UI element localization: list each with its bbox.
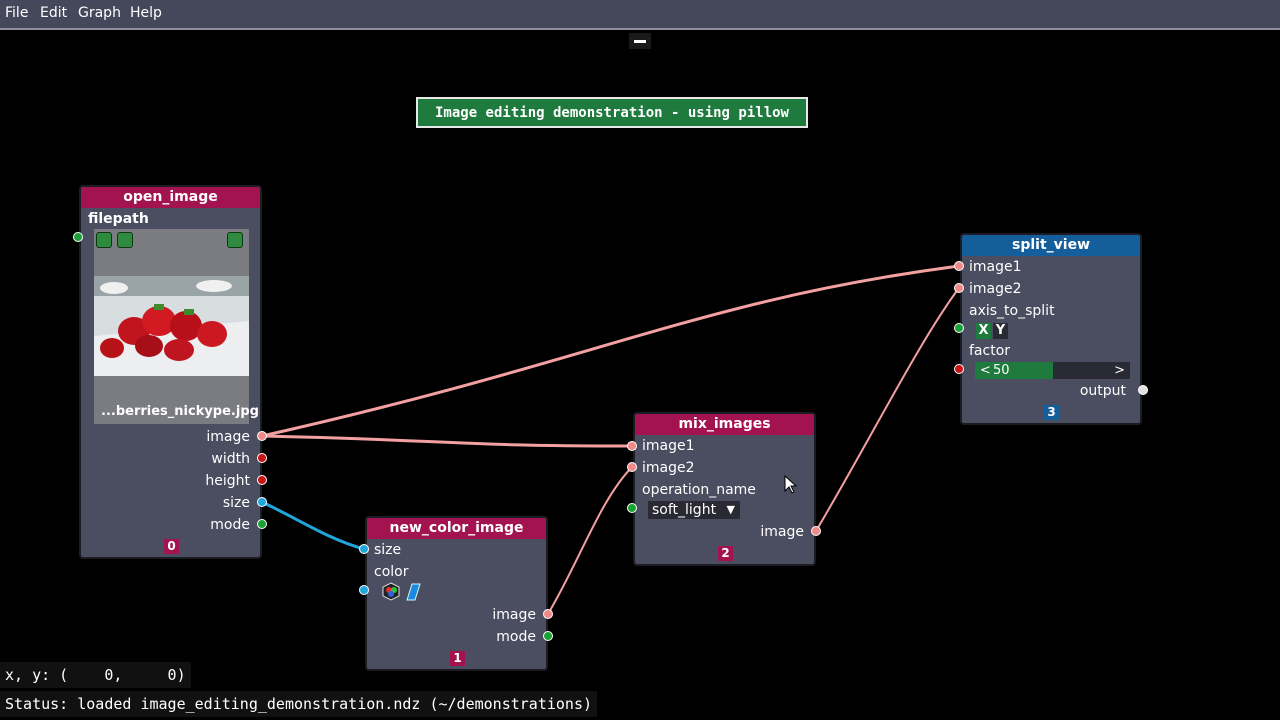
new-color-image-size-input-port[interactable] [359,544,369,554]
operation-name-value: soft_light [652,502,717,518]
node-split-view[interactable]: split_view image1 image2 axis_to_split X… [960,233,1142,425]
menu-file[interactable]: File [5,5,29,21]
graph-banner: Image editing demonstration - using pill… [416,97,808,128]
new-color-image-mode-output-port[interactable] [543,631,553,641]
input-operation-name-label: operation_name [642,482,756,498]
output-mode-label: mode [210,517,250,533]
split-view-factor-input-port[interactable] [954,364,964,374]
menu-graph[interactable]: Graph [78,5,121,21]
dropdown-arrow-icon: ▼ [726,503,735,516]
node-title[interactable]: mix_images [635,414,814,435]
output-size-label: size [222,495,250,511]
wire-open-image-to-mix-images-image1[interactable] [261,434,633,448]
output-mode-label: mode [496,629,536,645]
output-height-label: height [205,473,250,489]
node-title[interactable]: open_image [81,187,260,208]
output-image-label: image [760,524,804,540]
operation-name-dropdown[interactable]: soft_light ▼ [648,501,740,519]
new-color-image-image-output-port[interactable] [543,609,553,619]
wire-mix-images-to-split-view-image2[interactable] [815,287,960,532]
output-image-label: image [492,607,536,623]
wire-new-color-image-to-mix-images-image2[interactable] [547,466,633,615]
input-image1-label: image1 [642,438,695,454]
filepath-label: filepath [88,211,149,227]
wire-open-image-to-split-view-image1[interactable] [261,264,960,438]
input-image2-label: image2 [969,281,1022,297]
node-index-badge: 1 [450,651,465,666]
slider-increase-icon[interactable]: > [1114,363,1125,378]
input-color-label: color [374,564,409,580]
node-index-badge: 3 [1044,405,1059,420]
node-title[interactable]: split_view [962,235,1140,256]
menu-bar: File Edit Graph Help [0,0,1280,30]
open-image-image-output-port[interactable] [257,431,267,441]
output-label: output [1079,383,1126,399]
node-new-color-image[interactable]: new_color_image size color image mode 1 [365,516,548,671]
node-index-badge: 2 [718,546,733,561]
strawberries-thumbnail [94,276,249,376]
slider-decrease-icon[interactable]: < [980,363,991,378]
filepath-value[interactable]: ...berries_nickype.jpg [101,404,259,419]
open-image-width-output-port[interactable] [257,453,267,463]
axis-y-button[interactable]: Y [993,323,1008,339]
reload-icon[interactable] [227,232,243,248]
input-factor-label: factor [969,343,1011,359]
output-image-label: image [206,429,250,445]
factor-value: 50 [993,363,1010,378]
status-bar: Status: loaded image_editing_demonstrati… [0,691,597,717]
split-view-image2-input-port[interactable] [954,283,964,293]
split-view-output-port[interactable] [1138,385,1148,395]
mix-images-image-output-port[interactable] [811,526,821,536]
collapse-menu-button[interactable] [629,33,651,49]
view-image-icon[interactable] [117,232,133,248]
menu-help[interactable]: Help [130,5,162,21]
wire-open-image-size-to-new-color-image-size[interactable] [261,500,365,551]
menu-edit[interactable]: Edit [40,5,68,21]
node-title[interactable]: new_color_image [367,518,546,539]
open-image-mode-output-port[interactable] [257,519,267,529]
split-view-image1-input-port[interactable] [954,261,964,271]
input-image2-label: image2 [642,460,695,476]
open-image-filepath-input-port[interactable] [73,232,83,242]
output-width-label: width [211,451,250,467]
mix-images-image2-input-port[interactable] [627,462,637,472]
color-picker-icons[interactable] [382,582,422,602]
axis-x-button[interactable]: X [976,323,991,339]
open-folder-icon[interactable] [96,232,112,248]
split-view-axis-input-port[interactable] [954,323,964,333]
factor-slider-fill [975,362,1053,379]
mouse-cursor-icon [784,475,798,494]
input-axis-to-split-label: axis_to_split [969,303,1055,319]
open-image-height-output-port[interactable] [257,475,267,485]
mix-images-image1-input-port[interactable] [627,441,637,451]
open-image-size-output-port[interactable] [257,497,267,507]
mix-images-operation-name-input-port[interactable] [627,503,637,513]
minus-icon [634,39,646,43]
new-color-image-color-input-port[interactable] [359,585,369,595]
input-size-label: size [374,542,402,558]
factor-slider[interactable]: < 50 > [975,362,1130,379]
image-preview-panel [94,229,249,424]
node-open-image[interactable]: open_image filepath ...berries_nickype.j… [79,185,262,559]
cursor-coordinates: x, y: ( 0, 0) [0,662,191,688]
node-index-badge: 0 [164,539,179,554]
input-image1-label: image1 [969,259,1022,275]
